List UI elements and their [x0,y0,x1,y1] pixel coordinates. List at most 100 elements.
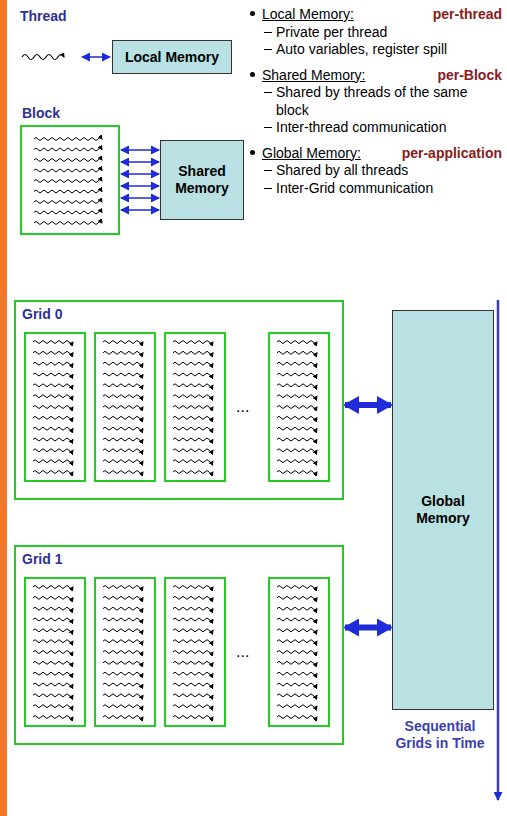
thread-squiggle [173,661,213,664]
thread-squiggle [103,672,143,675]
thread-squiggle [33,341,73,344]
thread-squiggle [277,373,317,376]
thread-squiggle [103,651,143,654]
thread-squiggle [34,222,102,225]
frame-heading: Grid 1 [22,551,62,567]
scope-tag: per-application [402,145,502,163]
thread-squiggle [33,651,73,654]
thread-squiggle [277,596,317,599]
thread-squiggle [277,351,317,354]
thread-squiggle [103,607,143,610]
thread-squiggle [103,716,143,719]
grid-frame: Grid 0... [14,300,344,500]
thread-squiggle [33,427,73,430]
bullet-dot [250,11,255,16]
thread-squiggles [29,583,83,721]
thread-squiggle [34,201,102,204]
thread-squiggle [34,159,102,162]
thread-squiggle [33,683,73,686]
bullet-group: Global Memory:per-applicationShared by a… [248,145,502,198]
bullet-text: Shared by all threads [276,162,502,180]
sub-bullet: Auto variables, register spill [248,41,502,59]
thread-block [164,332,226,482]
thread-squiggle [173,427,213,430]
thread-squiggle [173,373,213,376]
thread-squiggle [173,705,213,708]
thread-squiggle [22,55,64,60]
block-box: Block [20,125,120,235]
thread-squiggle [103,705,143,708]
thread-squiggle [33,586,73,589]
connector-line [121,161,159,163]
thread-squiggle [173,362,213,365]
thread-squiggle [33,395,73,398]
thread-squiggle [103,427,143,430]
thread-squiggle [103,362,143,365]
thread-squiggle [173,607,213,610]
scope-tag: per-thread [433,6,502,24]
thread-squiggle [277,416,317,419]
thread-squiggle [103,406,143,409]
bullet-dot [250,72,255,77]
thread-squiggle [173,716,213,719]
thread-squiggle [173,449,213,452]
thread-squiggle [103,351,143,354]
thread-squiggle [277,384,317,387]
bullet-group: Local Memory: per-threadPrivate per threa… [248,6,502,59]
grid-frame: Grid 1... [14,545,344,745]
thread-squiggle [277,438,317,441]
memory-box: Global Memory [392,310,494,710]
connector-line [121,149,159,151]
thread-squiggle [103,395,143,398]
thread-squiggle [33,672,73,675]
memory-name: Global Memory [397,493,489,527]
thread-squiggles [273,338,327,476]
thread-squiggle [103,694,143,697]
thread-squiggle [277,651,317,654]
thread-squiggle [173,694,213,697]
thread-squiggle [33,716,73,719]
thread-squiggle [277,683,317,686]
thread-squiggle [33,661,73,664]
thread-squiggle [33,705,73,708]
bullet-title: Local Memory: [262,6,354,24]
thread-squiggle [103,618,143,621]
thread-squiggle [103,416,143,419]
thread-squiggles [169,338,223,476]
thread-block [268,577,330,727]
thread-squiggle [173,596,213,599]
connector-line [121,185,159,187]
connector-line [121,197,159,199]
connector-line [345,625,391,631]
thread-squiggle [277,705,317,708]
thread-block [164,577,226,727]
sub-bullet: Private per thread [248,24,502,42]
time-label: Sequential Grids in Time [392,718,488,752]
thread-block [94,332,156,482]
thread-squiggle [33,438,73,441]
thread-squiggles [30,135,112,227]
thread-squiggle [173,640,213,643]
ellipsis: ... [236,398,249,416]
connector-line [121,209,159,211]
thread-squiggle [277,694,317,697]
ellipsis: ... [236,643,249,661]
frame-heading: Grid 0 [22,306,62,322]
time-arrow [497,300,500,800]
dash [264,188,272,189]
thread-squiggle [103,586,143,589]
thread-squiggle [34,211,102,214]
thread-squiggle [33,384,73,387]
connector-line [121,173,159,175]
connector-line [345,402,391,408]
thread-squiggle [33,618,73,621]
thread-squiggle [33,640,73,643]
bullet-row: Global Memory:per-application [248,145,502,163]
thread-block [24,332,86,482]
thread-squiggles [273,583,327,721]
thread-squiggles [29,338,83,476]
thread-squiggle [277,640,317,643]
thread-squiggle [33,416,73,419]
thread-squiggle [103,683,143,686]
bullet-text: Inter-thread communication [276,119,502,137]
